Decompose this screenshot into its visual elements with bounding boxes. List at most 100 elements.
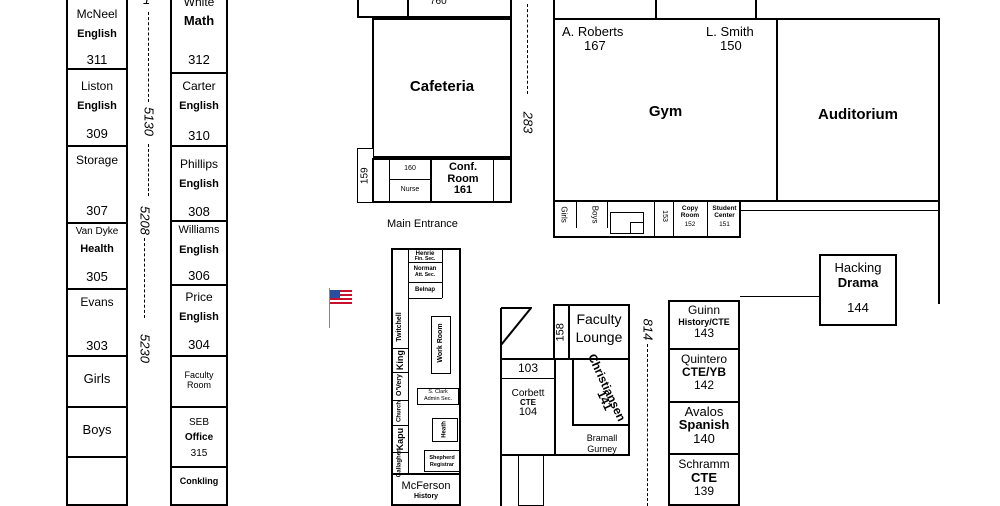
room-160-number: 160 [404,165,416,172]
triangle-room [500,306,534,348]
room-153-number: 153 [661,210,669,222]
room-760-number: 760 [430,0,447,7]
room-307-number: 307 [86,203,108,218]
left-divider [66,145,128,147]
cafeteria [372,18,512,158]
drama-room [819,254,897,326]
henrie-label: Henrie [415,251,435,257]
hallway-label-5208: 5208 [137,206,153,235]
room-140-teacher: Avalos [684,404,724,419]
cafeteria-label: Cafeteria [409,78,475,95]
room-142-teacher: Quintero [680,352,728,366]
room-310-subject: English [179,100,219,112]
room-139 [668,453,740,506]
left-divider [66,456,128,458]
sclark-office [417,388,459,405]
office-divider [391,452,409,453]
left-room-column [66,0,128,506]
gym-lower-strip [553,200,741,238]
room-139-number: 139 [693,484,715,498]
hallway-dash [144,238,145,318]
hallway-label-5130: 5130 [141,107,157,136]
room-311-teacher: McNeel [76,7,118,21]
henrie-role: Fin. Sec. [414,256,436,262]
right-divider [170,406,228,408]
lounge-divider [500,378,554,379]
hallway-label-1: 1 [143,0,150,8]
auditorium-lower-wall [740,210,940,211]
nurse-label: Nurse [400,186,420,193]
right-divider [170,220,228,222]
lounge-lower-room [518,456,544,506]
nurse-divider [390,179,430,180]
right-divider [170,145,228,147]
nurse-divider [493,158,494,203]
room-143-number: 143 [693,326,715,340]
room-140-subject: Spanish [678,417,730,432]
office-divider [391,425,409,426]
office-divider [408,248,409,473]
nurse-area [372,158,512,203]
gym-girls-label: Girls [559,206,569,223]
left-divider [66,288,128,290]
gym-building [553,18,778,202]
faculty-room-label: Faculty Room [184,370,214,391]
american-flag-icon [329,288,353,328]
hallway-dash [527,4,528,94]
gym-boys-label: Boys [590,205,600,224]
room-305-subject: Health [80,243,114,255]
mcferson-subject: History [413,493,439,500]
room-315-number: 315 [190,448,208,459]
auditorium [776,18,940,202]
room-303-number: 303 [86,338,108,353]
office-divider [408,282,442,283]
gurney-label: Gurney [587,444,617,454]
room-308-teacher: Phillips [179,157,218,171]
office-divider [391,400,409,401]
student-center-number: 151 [719,221,730,228]
auditorium-wall [938,200,940,304]
room-142-subject: CTE/YB [681,365,726,379]
room-310-number: 310 [188,128,210,143]
conf-room-label: Conf. Room [447,161,479,185]
king-label: King [394,350,405,371]
conkling-label: Conkling [179,476,219,486]
room-311-subject: English [77,28,117,40]
room-309-subject: English [77,100,117,112]
auditorium-label: Auditorium [818,106,898,123]
room-306-number: 306 [188,268,210,283]
right-room-column [170,0,228,506]
room-306-teacher: Williams [178,224,220,236]
left-divider [66,68,128,70]
room-159-number: 159 [359,167,371,185]
gym-strip-divider [576,200,577,228]
work-room-label: Work Room [436,323,444,363]
hallway-label-814: 814 [640,318,656,341]
office-divider [391,372,409,373]
room-140-number: 140 [693,431,715,446]
corbett-label: Corbett [511,388,545,399]
faculty-lounge-label: Faculty Lounge [575,311,623,345]
shepherd-office [424,450,460,472]
drama-number: 144 [847,300,869,315]
room-309-number: 309 [86,126,108,141]
room-103-number: 103 [517,361,539,375]
left-divider [66,355,128,357]
lounge-block [500,358,630,456]
left-divider [66,222,128,224]
bramall-label: Bramall [586,433,618,443]
nurse-divider [430,158,432,203]
room-304-teacher: Price [185,290,213,304]
lounge-divider [554,358,556,456]
conf-room-number: 161 [453,184,473,196]
hallway-label-5230: 5230 [137,334,153,363]
heath-label: Heath [441,421,448,438]
roberts-number: 167 [584,38,606,53]
shepherd-label: Shepherd [429,455,455,461]
room-143-subject: History/CTE [678,317,730,327]
lounge-divider [572,424,630,426]
smith-label: L. Smith [706,24,754,39]
gym-area-wall [553,0,555,18]
room-312-number: 312 [188,52,210,67]
room-308-number: 308 [188,204,210,219]
